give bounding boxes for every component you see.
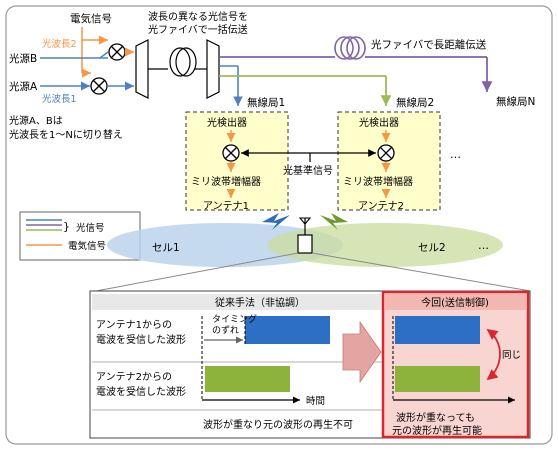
long-fiber-coil-icon bbox=[334, 36, 366, 60]
conv-time-label: 時間 bbox=[306, 396, 325, 407]
same-timing-arrow bbox=[486, 328, 501, 381]
row2-label-line2: 電波を受信した波形 bbox=[96, 385, 186, 398]
switch-note-line2: 光波長を1～Nに切り替え bbox=[9, 128, 123, 141]
transition-arrow-icon bbox=[342, 320, 382, 384]
modulator-b-icon bbox=[108, 43, 126, 61]
station1-title: 無線局1 bbox=[247, 96, 285, 109]
source-b-label: 光源B bbox=[9, 52, 37, 65]
conventional-header: 従来手法（非協調） bbox=[215, 296, 305, 309]
bolt-station2-icon bbox=[320, 213, 348, 230]
station1-box bbox=[185, 111, 289, 211]
station2-amplifier: ミリ波帯増幅器 bbox=[343, 175, 413, 188]
station2-detector: 光検出器 bbox=[359, 116, 399, 129]
station1-amplifier: ミリ波帯増幅器 bbox=[191, 175, 261, 188]
fiber-bundle-note-line1: 波長の異なる光信号を bbox=[148, 10, 248, 23]
station-n-label: 無線局N bbox=[496, 95, 535, 108]
modulator-a-icon bbox=[90, 77, 108, 95]
conventional-header-bg bbox=[92, 294, 382, 310]
row2-label-line1: アンテナ2からの bbox=[96, 371, 172, 383]
prop-wave-antenna2 bbox=[395, 366, 480, 392]
station1-antenna: アンテナ1 bbox=[203, 200, 249, 212]
conv-wave-antenna2 bbox=[205, 366, 290, 392]
multiplexer-icon bbox=[135, 39, 149, 99]
row1-label-line1: アンテナ1からの bbox=[96, 319, 172, 331]
row1-label-line2: 電波を受信した波形 bbox=[96, 333, 186, 346]
bolt-station1-icon bbox=[262, 213, 290, 230]
station1-detector: 光検出器 bbox=[207, 116, 247, 129]
terminal-antenna-icon bbox=[298, 217, 312, 225]
terminal-icon bbox=[297, 234, 313, 254]
ellipsis-top: … bbox=[450, 148, 461, 161]
zoom-line-right bbox=[311, 252, 531, 292]
proposed-result-line2: 元の波形が再生可能 bbox=[392, 424, 482, 437]
station2-mixer-icon bbox=[377, 144, 395, 162]
ellipsis-bottom: … bbox=[478, 239, 489, 252]
legend-electrical-label: 電気信号 bbox=[68, 240, 106, 252]
electric-signal-label: 電気信号 bbox=[70, 12, 112, 25]
demultiplexer-icon bbox=[206, 39, 220, 99]
cell2-area bbox=[267, 223, 503, 267]
reference-signal-label: 光基準信号 bbox=[283, 164, 333, 177]
station2-antenna: アンテナ2 bbox=[358, 200, 404, 212]
timing-label-line1: タイミング bbox=[212, 313, 257, 325]
proposed-result-line1: 波形が重なっても bbox=[396, 411, 475, 424]
cell1-label: セル1 bbox=[152, 242, 180, 254]
fiber-bundle-note-line2: 光ファイバで一括伝送 bbox=[148, 23, 248, 36]
proposed-header-bg bbox=[385, 294, 526, 310]
timing-label-line2: のずれ bbox=[212, 325, 239, 336]
conv-wave-antenna1 bbox=[245, 316, 330, 344]
source-a-label: 光源A bbox=[9, 80, 38, 93]
station2-title: 無線局2 bbox=[396, 96, 434, 109]
wavelength2-label: 光波長2 bbox=[42, 38, 77, 50]
legend-optical-label: 光信号 bbox=[76, 222, 105, 234]
zoom-line-left bbox=[95, 252, 299, 292]
conventional-result: 波形が重なり元の波形の再生不可 bbox=[203, 418, 353, 431]
wavelength1-label: 光波長1 bbox=[42, 93, 77, 105]
cell2-label: セル2 bbox=[418, 242, 446, 254]
legend-brace: } bbox=[63, 220, 70, 233]
switch-note-line1: 光源A、Bは bbox=[9, 114, 63, 127]
proposed-header: 今回(送信制御) bbox=[421, 296, 489, 309]
source-b-bend bbox=[99, 51, 109, 59]
prop-wave-antenna1 bbox=[395, 316, 480, 344]
long-fiber-label: 光ファイバで長距離伝送 bbox=[371, 38, 487, 51]
same-label: 同じ bbox=[502, 350, 521, 361]
fiber-coil-icon bbox=[169, 47, 197, 77]
station1-mixer-icon bbox=[222, 144, 240, 162]
